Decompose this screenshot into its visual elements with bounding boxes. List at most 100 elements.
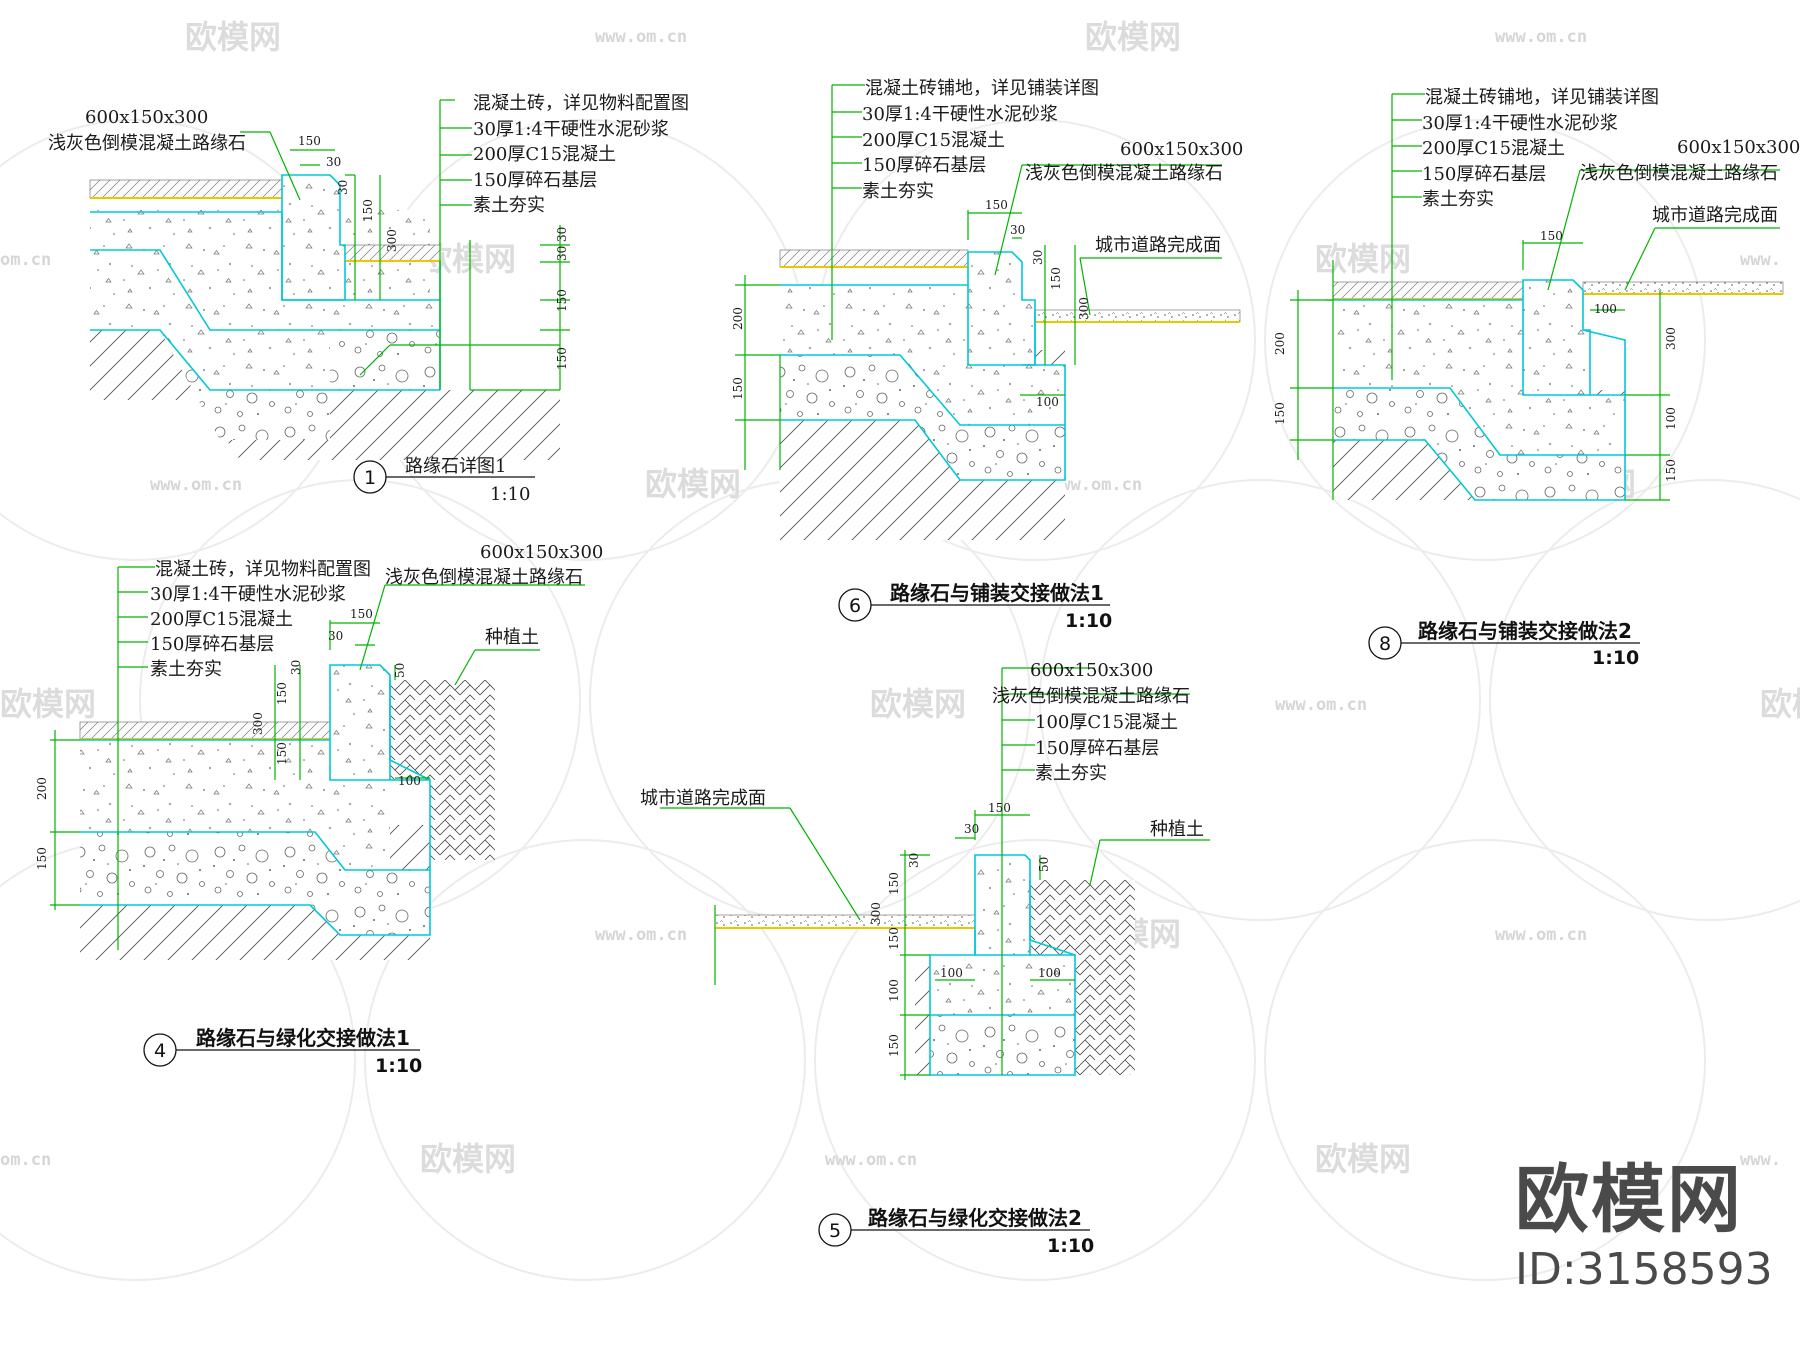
label-layer: 200厚C15混凝土 — [150, 609, 293, 630]
label-layer: 150厚碎石基层 — [862, 155, 986, 176]
label-layer: 200厚C15混凝土 — [473, 144, 616, 165]
dim-label: 30 — [907, 853, 921, 868]
label-layer: 素土夯实 — [862, 181, 934, 202]
dim-label: 150 — [275, 742, 289, 765]
dim-label: 200 — [35, 777, 49, 800]
dim-label: 30 — [328, 629, 343, 643]
label-curb-size: 600x150x300 — [1677, 137, 1800, 158]
label-curb-size: 600x150x300 — [85, 107, 208, 128]
dim-label: 150 — [887, 872, 901, 895]
dim-label: 30 — [964, 822, 979, 836]
label-layer: 150厚碎石基层 — [150, 634, 274, 655]
detail-title: 路缘石与绿化交接做法2 — [868, 1206, 1082, 1230]
model-id: ID:3158593 — [1515, 1244, 1773, 1295]
dim-label: 150 — [350, 607, 373, 621]
label-layer: 150厚碎石基层 — [473, 170, 597, 191]
dim-label: 150 — [988, 801, 1011, 815]
watermark-url-fragment: om.cn — [0, 250, 51, 270]
dim-label: 50 — [393, 663, 407, 678]
dim-label: 150 — [1049, 267, 1063, 290]
watermark-logo: 欧模网 — [870, 685, 966, 723]
dim-label: 150 — [887, 1034, 901, 1057]
watermark-url: www.om.cn — [150, 475, 242, 495]
label-layer: 30厚1:4干硬性水泥砂浆 — [150, 584, 346, 605]
detail-scale: 1:10 — [375, 1055, 422, 1077]
detail-scale: 1:10 — [1065, 610, 1112, 632]
watermark-url: www.om.cn — [595, 27, 687, 47]
dim-label: 150 — [731, 377, 745, 400]
dim-label: 200 — [1273, 332, 1287, 355]
watermark-logo: 欧模网 — [420, 1140, 516, 1178]
dim-label: 150 — [298, 134, 321, 148]
watermark-url: www.om.cn — [1495, 27, 1587, 47]
dim-label: 100 — [1664, 407, 1678, 430]
dim-label: 100 — [940, 966, 963, 980]
dim-label: 150 — [1273, 402, 1287, 425]
detail-title: 路缘石与铺装交接做法1 — [890, 581, 1104, 605]
watermark-url: www.om.cn — [1495, 925, 1587, 945]
dim-label: 100 — [398, 774, 421, 788]
brand-logo-text: 欧模网 — [1515, 1157, 1743, 1243]
dim-label: 150 — [1664, 459, 1678, 482]
watermark-logo: 欧模网 — [645, 465, 741, 503]
dim-label: 300 — [869, 902, 883, 925]
dim-label: 200 — [731, 307, 745, 330]
label-curb-name: 浅灰色倒模混凝土路缘石 — [1025, 163, 1223, 184]
watermark-url: www.om.cn — [1050, 475, 1142, 495]
label-layer: 素土夯实 — [150, 659, 222, 680]
label-layer: 100厚C15混凝土 — [1035, 712, 1178, 733]
dim-label: 150 — [275, 682, 289, 705]
label-curb-size: 600x150x300 — [1120, 139, 1243, 160]
label-curb-name: 浅灰色倒模混凝土路缘石 — [1580, 163, 1778, 184]
detail-title: 路缘石详图1 — [405, 456, 506, 477]
label-road-surface: 城市道路完成面 — [640, 788, 766, 809]
label-curb-name: 浅灰色倒模混凝土路缘石 — [48, 133, 246, 154]
dim-label: 300 — [1077, 297, 1091, 320]
watermark-url-fragment: www. — [1740, 250, 1781, 270]
label-layer: 200厚C15混凝土 — [862, 130, 1005, 151]
detail-number: 8 — [1379, 633, 1391, 655]
label-layer: 混凝土砖，详见物料配置图 — [155, 559, 371, 580]
label-layer: 150厚碎石基层 — [1422, 164, 1546, 185]
label-layer: 200厚C15混凝土 — [1422, 138, 1565, 159]
watermark-url: www.om.cn — [1275, 695, 1367, 715]
detail-curb-5: 600x150x300 浅灰色倒模混凝土路缘石 100厚C15混凝土 150厚碎… — [640, 660, 1210, 1257]
label-soil: 种植土 — [485, 627, 539, 648]
label-layer: 30厚1:4干硬性水泥砂浆 — [1422, 113, 1618, 134]
label-layer: 素土夯实 — [473, 195, 545, 216]
dim-label: 150 — [1540, 229, 1563, 243]
watermark-logo: 欧模网 — [1760, 685, 1800, 723]
label-curb-name: 浅灰色倒模混凝土路缘石 — [385, 567, 583, 588]
label-layer: 30厚1:4干硬性水泥砂浆 — [473, 119, 669, 140]
dim-label: 30 — [555, 227, 569, 242]
watermark-url-fragment: om.cn — [0, 1150, 51, 1170]
watermark-layer: 欧模网 www.om.cn 欧模网 www.om.cn om.cn 欧模网 ww… — [0, 18, 1800, 1281]
detail-scale: 1:10 — [1047, 1235, 1094, 1257]
detail-title: 路缘石与铺装交接做法2 — [1418, 619, 1632, 643]
dim-label: 100 — [1038, 966, 1061, 980]
label-curb-size: 600x150x300 — [1030, 660, 1153, 681]
watermark-url: www.om.cn — [595, 925, 687, 945]
label-layer: 混凝土砖铺地，详见铺装详图 — [1425, 87, 1659, 108]
label-road-surface: 城市道路完成面 — [1095, 235, 1221, 256]
watermark-url-fragment: www. — [1740, 1150, 1781, 1170]
label-layer: 30厚1:4干硬性水泥砂浆 — [862, 104, 1058, 125]
detail-title: 路缘石与绿化交接做法1 — [196, 1026, 410, 1050]
label-curb-size: 600x150x300 — [480, 542, 603, 563]
dim-label: 150 — [361, 199, 375, 222]
detail-scale: 1:10 — [1592, 647, 1639, 669]
dim-label: 300 — [385, 229, 399, 252]
dim-label: 300 — [251, 712, 265, 735]
label-layer: 素土夯实 — [1035, 763, 1107, 784]
detail-curb-1: 600x150x300 浅灰色倒模混凝土路缘石 混凝土砖，详见物料配置图 30厚… — [48, 93, 689, 505]
watermark-logo: 欧模网 — [1085, 18, 1181, 56]
label-road-surface: 城市道路完成面 — [1652, 205, 1778, 226]
dim-label: 50 — [1037, 857, 1051, 872]
dim-label: 150 — [887, 927, 901, 950]
dim-label: 30 — [336, 180, 350, 195]
dim-label: 100 — [887, 979, 901, 1002]
detail-curb-8: 混凝土砖铺地，详见铺装详图 30厚1:4干硬性水泥砂浆 200厚C15混凝土 1… — [1273, 87, 1800, 669]
label-layer: 混凝土砖铺地，详见铺装详图 — [865, 78, 1099, 99]
detail-number: 4 — [154, 1040, 166, 1062]
detail-scale: 1:10 — [490, 484, 530, 505]
